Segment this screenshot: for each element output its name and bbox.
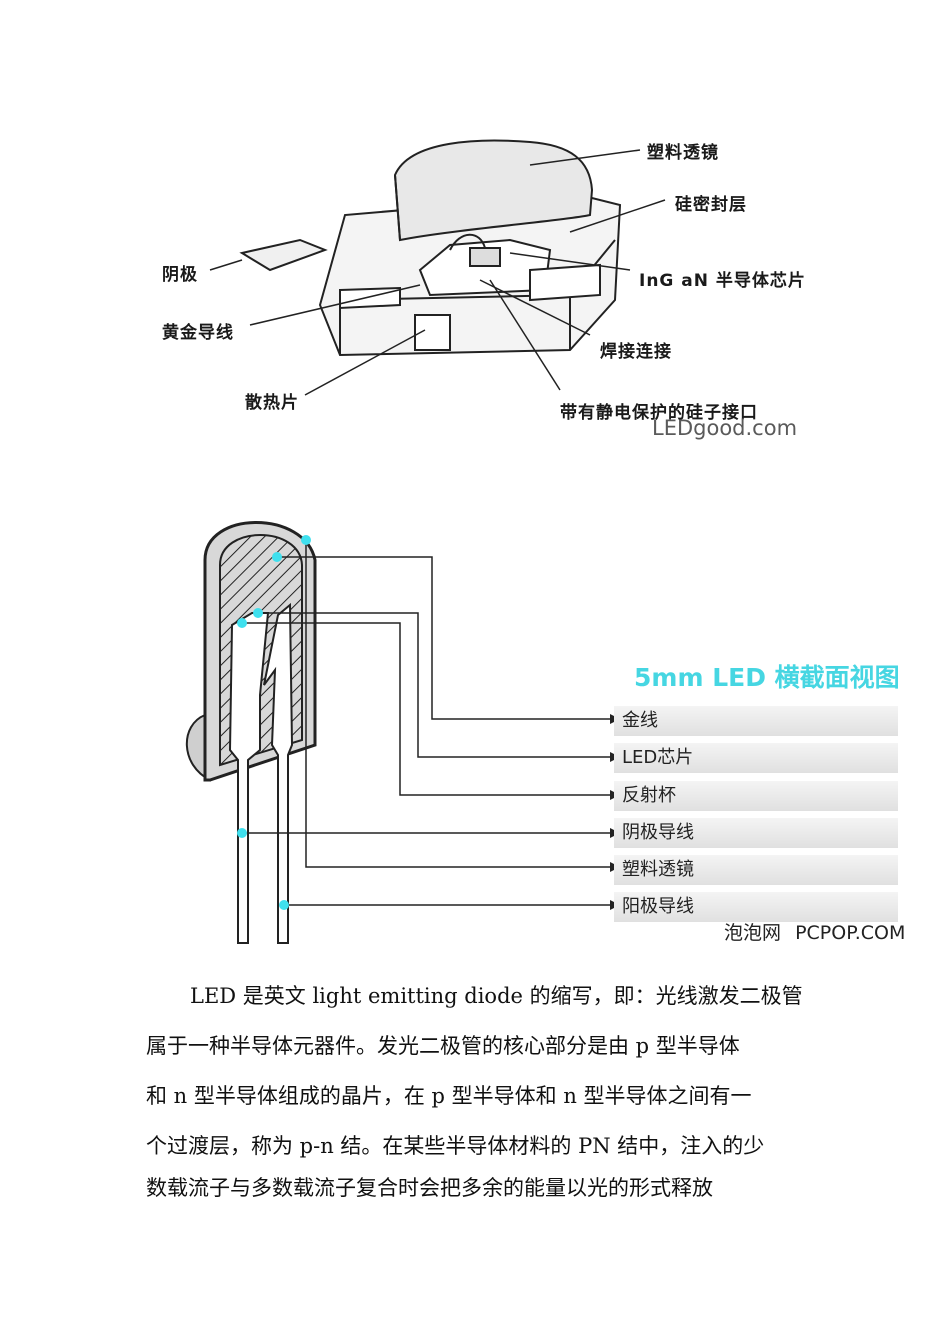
cross-section-drawing: [185, 521, 620, 944]
watermark-ledgood: LEDgood.com: [652, 416, 798, 440]
watermark-pcpop-cn: 泡泡网: [724, 922, 782, 944]
paragraph-line-1: LED 是英文 light emitting diode 的缩写，即：光线激发二…: [190, 984, 803, 1008]
legend-gold-wire: 金线: [614, 706, 898, 736]
label-esd-silicon-interface: 带有静电保护的硅子接口: [560, 403, 758, 423]
body-paragraph: LED 是英文 light emitting diode 的缩写，即：光线激发二…: [146, 971, 806, 1213]
legend-cathode-lead: 阴极导线: [614, 818, 898, 848]
paragraph-line-3: 和 n 型半导体组成的晶片，在 p 型半导体和 n 型半导体之间有一: [146, 1084, 752, 1108]
label-heatsink: 散热片: [245, 393, 299, 413]
legend-reflector-cup: 反射杯: [614, 781, 898, 811]
paragraph-line-4: 个过渡层，称为 p-n 结。在某些半导体材料的 PN 结中，注入的少: [146, 1134, 765, 1158]
watermark-pcpop-en: PCPOP.COM: [795, 922, 906, 944]
watermark-pcpop: 泡泡网 PCPOP.COM: [724, 918, 905, 945]
label-plastic-lens: 塑料透镜: [647, 143, 719, 163]
legend-led-chip: LED芯片: [614, 743, 898, 773]
smd-led-drawing: [209, 139, 666, 396]
cross-section-title: 5mm LED 横截面视图: [634, 663, 900, 692]
figure-smd-led: 塑料透镜 硅密封层 阴极 InG aN 半导体芯片 黄金导线 焊接连接 散热片 …: [150, 120, 830, 450]
label-ingan-chip: InG aN 半导体芯片: [639, 271, 806, 291]
figure-5mm-cross-section: 5mm LED 横截面视图: [150, 495, 910, 945]
paragraph-line-5: 数载流子与多数载流子复合时会把多余的能量以光的形式释放: [146, 1176, 713, 1200]
label-silicone-seal: 硅密封层: [675, 195, 747, 215]
label-weld-connection: 焊接连接: [600, 342, 672, 362]
paragraph-line-2: 属于一种半导体元器件。发光二极管的核心部分是由 p 型半导体: [146, 1034, 740, 1058]
legend-plastic-lens: 塑料透镜: [614, 855, 898, 885]
legend-anode-lead: 阳极导线: [614, 892, 898, 922]
label-cathode: 阴极: [162, 265, 198, 285]
label-gold-wire: 黄金导线: [162, 323, 234, 343]
